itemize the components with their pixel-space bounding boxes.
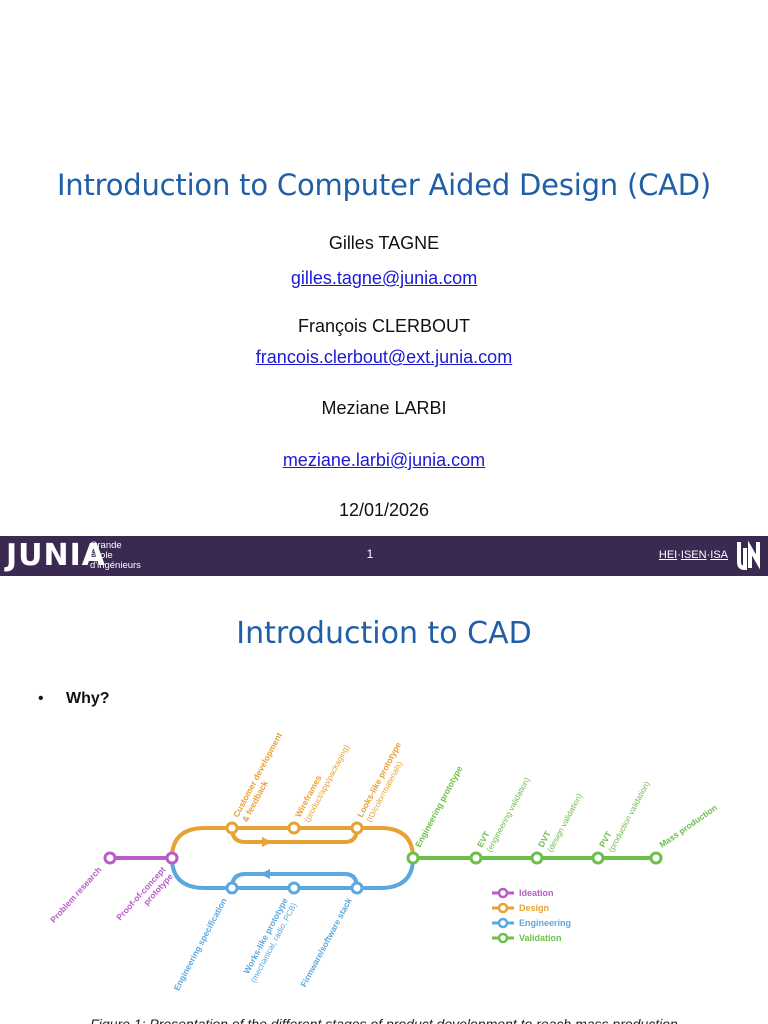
label-firmware: Firmware/software stack [298, 896, 354, 989]
monogram-shape [737, 540, 760, 571]
email-link[interactable]: meziane.larbi@junia.com [282, 450, 486, 470]
legend-item-ideation: Ideation [492, 887, 554, 899]
tagline-line: d'ingénieurs [90, 560, 141, 571]
label-pvt: PVT (production validation) [597, 780, 652, 854]
engineering-arrow-icon [260, 869, 270, 879]
tagline-line: école [90, 550, 113, 561]
svg-text:Ideation: Ideation [519, 888, 554, 898]
email-link[interactable]: francois.clerbout@ext.junia.com [255, 347, 513, 367]
label-looks-like: Looks-like prototype (ID/color/materials… [355, 740, 405, 823]
school-hei: HEI [658, 549, 678, 561]
station-engineering-prototype [406, 851, 420, 865]
tagline-line: Grande [90, 540, 122, 551]
station-evt [469, 851, 483, 865]
svg-text:Engineering prototype: Engineering prototype [413, 764, 465, 849]
diagram-legend: Ideation Design Engineering Validation [492, 887, 571, 944]
presentation-date: 12/01/2026 [338, 500, 430, 520]
svg-text:(production validation): (production validation) [607, 780, 652, 854]
svg-text:(engineering validation): (engineering validation) [485, 776, 532, 854]
label-works-like: Works-like prototype (mechanical, radio,… [241, 896, 298, 984]
bullet-text: Why? [66, 690, 110, 707]
slide-footer: JUNIA Grande école d'ingénieurs 1 HEI·IS… [0, 536, 768, 576]
label-customer-development: Customer development & feedback [231, 731, 284, 824]
page-number: 1 [366, 547, 374, 561]
svg-text:Mass production: Mass production [657, 802, 718, 849]
label-mass-production: Mass production [657, 802, 718, 849]
author-name: François CLERBOUT [297, 316, 471, 336]
figure-caption: Figure 1: Presentation of the different … [90, 1016, 678, 1024]
svg-text:Validation: Validation [519, 933, 562, 943]
svg-text:(design validation): (design validation) [546, 792, 585, 854]
label-dvt: DVT (design validation) [536, 792, 585, 854]
author-name: Meziane LARBI [321, 398, 447, 418]
legend-marker-icon [497, 902, 509, 914]
svg-text:Firmware/software stack: Firmware/software stack [298, 896, 354, 989]
station-dvt [530, 851, 544, 865]
design-arrow-icon [262, 837, 272, 847]
separator: · [677, 549, 681, 561]
station-customer-development [225, 821, 239, 835]
label-problem-research: Problem research [48, 865, 103, 925]
legend-marker-icon [497, 932, 509, 944]
logo-tagline: Grande école d'ingénieurs [90, 541, 141, 571]
bullet-point: • Why? [38, 690, 110, 708]
svg-text:Engineering specification: Engineering specification [171, 896, 228, 992]
author-email-link[interactable]: gilles.tagne@junia.com [0, 268, 768, 289]
station-firmware [350, 881, 364, 895]
label-proof-of-concept: Proof-of-concept prototype [114, 865, 175, 923]
author-email-link[interactable]: francois.clerbout@ext.junia.com [0, 347, 768, 368]
slide-1: Introduction to Computer Aided Design (C… [0, 168, 768, 576]
design-loop-inner [230, 827, 359, 844]
svg-text:Engineering: Engineering [519, 918, 571, 928]
station-pvt [591, 851, 605, 865]
email-link[interactable]: gilles.tagne@junia.com [290, 268, 478, 288]
station-engineering-spec [225, 881, 239, 895]
legend-item-engineering: Engineering [492, 917, 571, 929]
separator: · [706, 549, 711, 561]
engineering-loop-inner [230, 872, 359, 889]
station-problem-research [103, 851, 117, 865]
legend-item-design: Design [492, 902, 549, 914]
label-evt: EVT (engineering validation) [475, 776, 532, 854]
legend-item-validation: Validation [492, 932, 562, 944]
label-wireframes: Wireframes (product/app/packaging) [293, 743, 351, 824]
author-email-link[interactable]: meziane.larbi@junia.com [0, 450, 768, 471]
station-looks-like [350, 821, 364, 835]
station-works-like [287, 881, 301, 895]
svg-text:Design: Design [519, 903, 549, 913]
junia-logo: JUNIA [6, 538, 107, 573]
station-wireframes [287, 821, 301, 835]
slide-title: Introduction to Computer Aided Design (C… [56, 168, 712, 202]
school-isa: ISA [710, 549, 728, 561]
school-isen: ISEN [680, 549, 707, 561]
legend-marker-icon [497, 917, 509, 929]
legend-marker-icon [497, 887, 509, 899]
school-list: HEI·ISEN·ISA [659, 549, 728, 561]
label-engineering-spec: Engineering specification [171, 896, 228, 992]
slide-2: Introduction to CAD •Why? Problem re [0, 576, 768, 1024]
slide-title: Introduction to CAD [236, 616, 532, 651]
author-name: Gilles TAGNE [328, 233, 440, 253]
station-proof-of-concept [165, 851, 179, 865]
junia-monogram-icon [736, 540, 762, 577]
product-development-diagram: Problem research Proof-of-concept protot… [48, 731, 719, 993]
bullet-icon: • [38, 690, 44, 707]
svg-text:Problem research: Problem research [48, 865, 103, 925]
station-mass-production [649, 851, 663, 865]
label-engineering-prototype: Engineering prototype [413, 764, 465, 849]
